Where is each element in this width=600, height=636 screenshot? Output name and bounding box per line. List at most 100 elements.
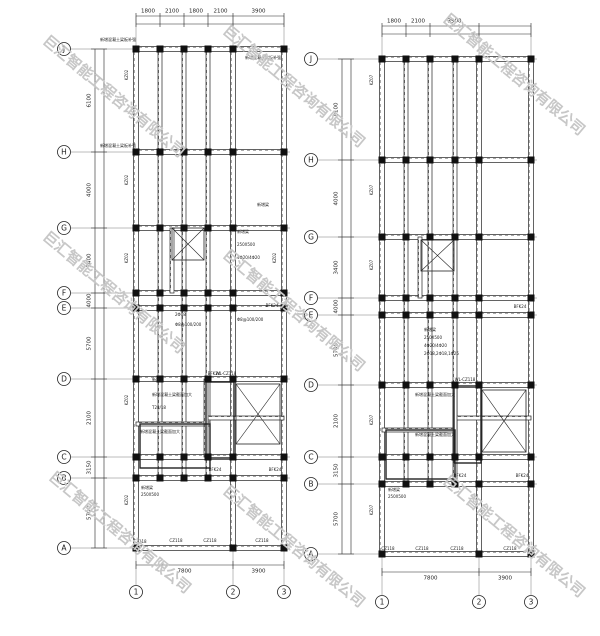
column [132, 304, 140, 312]
axis-bubble [472, 595, 486, 609]
axis-bubble [375, 595, 389, 609]
axis-bubble [304, 378, 318, 392]
axis-label-E: E [62, 304, 67, 313]
beam-label: KZ07 [369, 74, 374, 85]
opening-box [420, 239, 455, 272]
column [451, 156, 459, 164]
axis-bubble [57, 42, 71, 56]
column [475, 453, 483, 461]
beam-label: BFK24 [209, 467, 222, 472]
column [527, 311, 535, 319]
axis-bubble [304, 308, 318, 322]
column [132, 375, 140, 383]
column [527, 381, 535, 389]
annotation-note: 新增梁 [388, 486, 400, 492]
left-dimension-text: 6100 [87, 93, 93, 107]
beam [528, 58, 534, 555]
column [280, 289, 288, 297]
column [280, 453, 288, 461]
axis-label-3: 3 [282, 588, 287, 597]
top-dimension-text: 2100 [214, 9, 228, 15]
top-dimension-text: 1800 [387, 19, 401, 25]
axis-label-G: G [308, 233, 314, 242]
opening-cross [481, 389, 527, 453]
column [180, 148, 188, 156]
column [156, 289, 164, 297]
axis-bubble [304, 477, 318, 491]
axis-label-D: D [61, 375, 67, 384]
annotation-note: 新增梁 [237, 228, 249, 234]
beam-label: KZ07 [369, 504, 374, 515]
beam-label: BFK24 [514, 304, 527, 309]
beam-label: CZ118 [450, 546, 464, 551]
beam-label: BFK24 [269, 467, 282, 472]
column [451, 311, 459, 319]
annotation-note: T28/18 [151, 405, 166, 410]
left-dimension-text: 5700 [87, 336, 93, 350]
axis-bubble [304, 450, 318, 464]
axis-label-G: G [61, 224, 67, 233]
axis-bubble [57, 301, 71, 315]
left-dimension-text: 8100 [334, 102, 340, 116]
bottom-dimension-text: 3900 [498, 576, 512, 582]
opening-box [171, 227, 205, 261]
axis-label-F: F [309, 294, 313, 303]
column [180, 224, 188, 232]
column [378, 55, 386, 63]
axis-label-C: C [308, 453, 313, 462]
column [426, 233, 434, 241]
beam-label: CZ118 [415, 546, 429, 551]
beam-label: CZ118 [255, 538, 269, 543]
column [204, 453, 212, 461]
beam [417, 236, 423, 299]
beam-label: BFK24 [516, 473, 529, 478]
column [229, 45, 237, 53]
left-dimension-text: 5700 [334, 512, 340, 526]
column [229, 375, 237, 383]
column [451, 55, 459, 63]
annotation-note: 新增混凝土梁板补强 [100, 142, 136, 148]
column [156, 224, 164, 232]
opening-box [481, 389, 527, 453]
beam-label: KZ02 [272, 252, 277, 263]
axis-bubble [57, 541, 71, 555]
top-dimension-text: 2100 [411, 19, 425, 25]
top-dimension-text: 3900 [448, 19, 462, 25]
column [132, 544, 140, 552]
column [475, 381, 483, 389]
column [132, 453, 140, 461]
column [204, 148, 212, 156]
annotation-note: 4Φ20/4Φ20 [237, 255, 260, 260]
column [378, 381, 386, 389]
column [402, 294, 410, 302]
column [156, 148, 164, 156]
column [402, 233, 410, 241]
column [132, 45, 140, 53]
left-dimension-text: 3400 [87, 253, 93, 267]
column [451, 453, 459, 461]
axis-label-2: 2 [231, 588, 236, 597]
annotation-note: 250X500 [388, 494, 406, 499]
axis-bubble [304, 153, 318, 167]
axis-bubble [57, 372, 71, 386]
annotation-note: 新增混凝土梁截面加大 [415, 391, 455, 397]
left-dimension-text: 2100 [87, 411, 93, 425]
column [132, 148, 140, 156]
bottom-dimension-text: 7800 [178, 569, 192, 575]
column [132, 474, 140, 482]
column [426, 55, 434, 63]
column [280, 474, 288, 482]
column [280, 304, 288, 312]
annotation-note: 新增混凝土梁截面加大 [140, 428, 180, 434]
left-dimension-text: 4000 [334, 299, 340, 313]
column [451, 294, 459, 302]
annotation-note: Φ8@100/200 [175, 322, 202, 327]
annotation-note: 新增混凝土梁板补强 [245, 54, 281, 60]
column [280, 375, 288, 383]
beam-label: KZ02 [124, 174, 129, 185]
annotation-note: 2Φ18 [175, 312, 186, 317]
axis-label-1: 1 [380, 598, 385, 607]
axis-bubble [304, 291, 318, 305]
